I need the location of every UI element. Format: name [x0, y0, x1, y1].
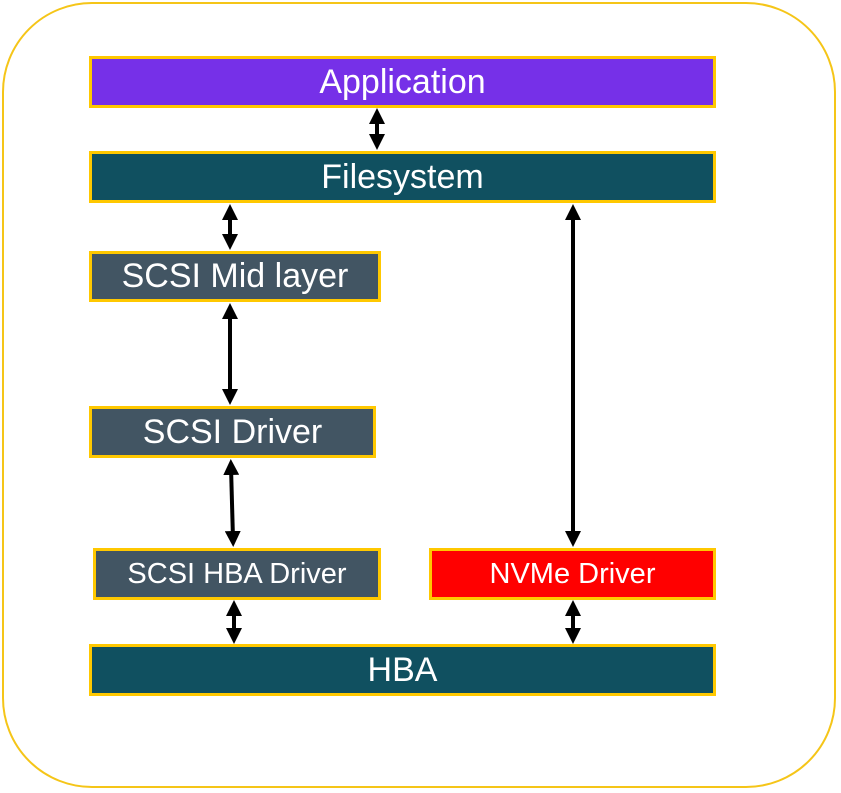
- nvme-driver-box: NVMe Driver: [429, 548, 716, 600]
- scsi-mid-layer-box: SCSI Mid layer: [89, 251, 381, 302]
- scsi-mid-layer-label: SCSI Mid layer: [121, 257, 349, 295]
- hba-label: HBA: [367, 650, 438, 689]
- scsi-driver-label: SCSI Driver: [142, 412, 323, 451]
- filesystem-label: Filesystem: [321, 157, 484, 196]
- scsi-hba-driver-box: SCSI HBA Driver: [93, 548, 381, 600]
- application-label: Application: [319, 62, 486, 101]
- hba-box: HBA: [89, 644, 716, 696]
- nvme-driver-label: NVMe Driver: [489, 557, 656, 590]
- scsi-driver-box: SCSI Driver: [89, 406, 376, 458]
- application-box: Application: [89, 56, 716, 108]
- arrow-driver-hbadriver: [223, 459, 241, 547]
- scsi-hba-driver-label: SCSI HBA Driver: [127, 557, 347, 590]
- filesystem-box: Filesystem: [89, 151, 716, 203]
